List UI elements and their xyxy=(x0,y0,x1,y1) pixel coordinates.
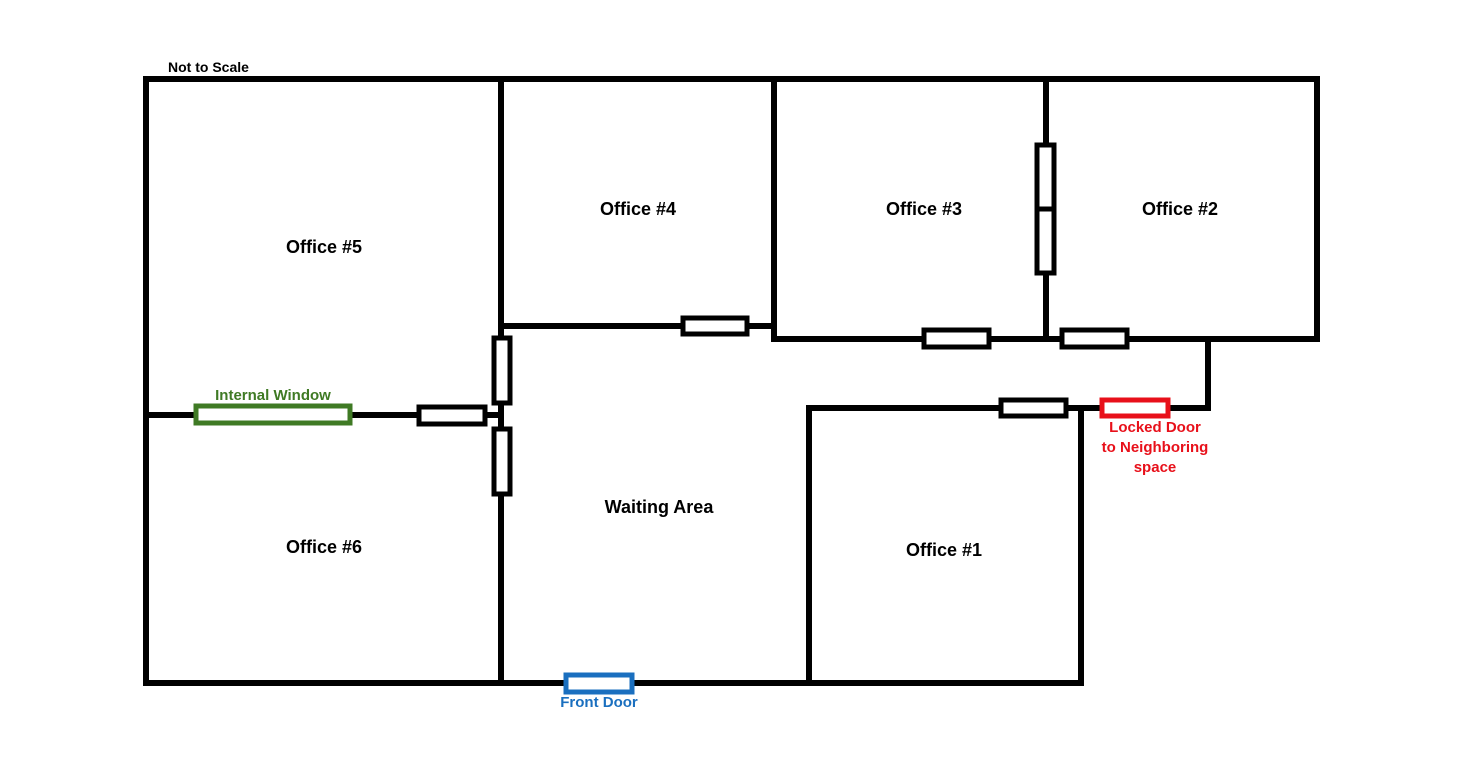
locked-door-label-line1: Locked Door xyxy=(1109,419,1201,436)
outer-wall-bottom xyxy=(143,76,1084,686)
not-to-scale-note: Not to Scale xyxy=(168,59,249,75)
outer-wall-left-block xyxy=(143,76,1320,411)
door-office5 xyxy=(491,335,513,406)
front-door xyxy=(563,672,635,695)
internal-window-label: Internal Window xyxy=(215,387,331,404)
label-office1: Office #1 xyxy=(906,540,982,560)
door-office2 xyxy=(1059,327,1130,350)
front-door-label: Front Door xyxy=(560,694,638,711)
label-office6: Office #6 xyxy=(286,537,362,557)
walls xyxy=(143,76,1320,686)
label-office4: Office #4 xyxy=(600,199,676,219)
door-office4 xyxy=(680,315,750,337)
locked-door xyxy=(1099,397,1171,419)
room-labels: Office #5 Office #4 Office #3 Office #2 … xyxy=(286,199,1218,560)
label-office2: Office #2 xyxy=(1142,199,1218,219)
door-office1 xyxy=(998,397,1069,419)
door-office3 xyxy=(921,327,992,350)
doors xyxy=(193,142,1171,695)
door-office3-office2-upper xyxy=(1034,142,1057,212)
internal-window xyxy=(193,403,353,426)
locked-door-label-line3: space xyxy=(1134,459,1177,476)
callouts: Internal Window Front Door Locked Door t… xyxy=(215,387,1208,711)
label-office3: Office #3 xyxy=(886,199,962,219)
label-office5: Office #5 xyxy=(286,237,362,257)
locked-door-label-line2: to Neighboring xyxy=(1102,439,1209,456)
door-office6 xyxy=(491,426,513,497)
door-office5-office6 xyxy=(416,404,488,427)
door-office3-office2-lower xyxy=(1034,206,1057,276)
label-waiting-area: Waiting Area xyxy=(605,497,715,517)
